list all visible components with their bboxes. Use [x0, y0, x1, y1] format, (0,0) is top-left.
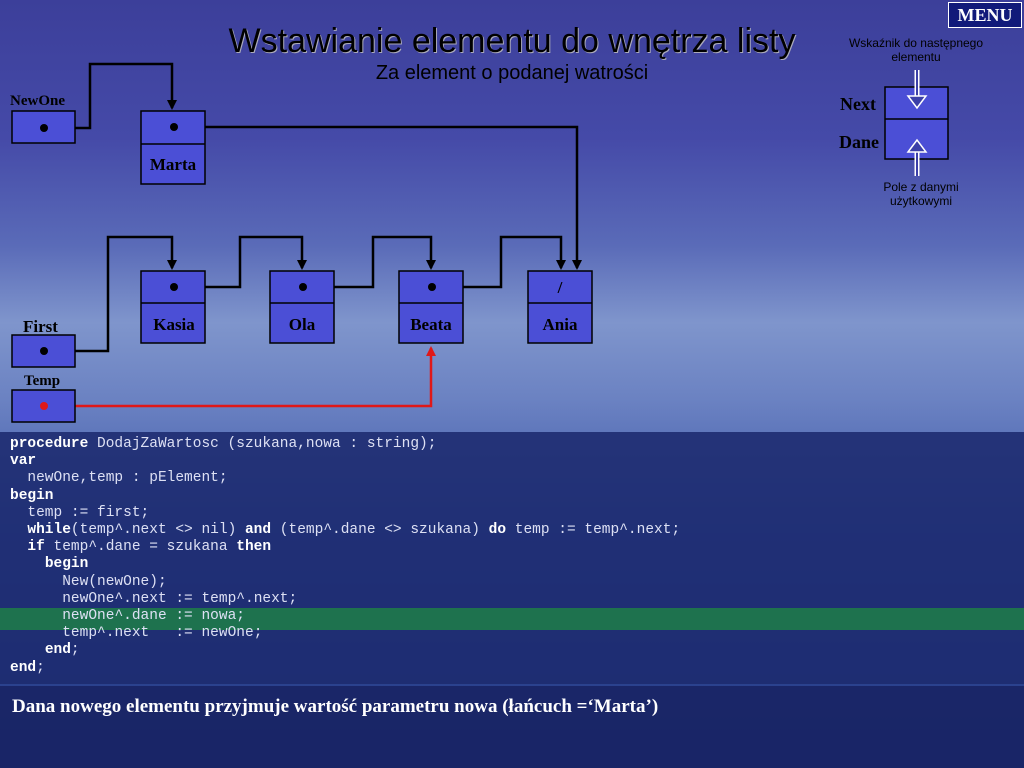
legend-note-dane: Pole z danymi użytkowymi: [883, 180, 959, 208]
node-ania-nil: /: [557, 278, 563, 297]
newone-pointer-dot: [40, 124, 48, 132]
node-ania-label: Ania: [543, 315, 578, 334]
menu-button[interactable]: MENU: [948, 2, 1022, 28]
code-line: while(temp^.next <> nil) and (temp^.dane…: [27, 522, 681, 539]
node-ania: / Ania: [527, 270, 593, 344]
code-line: end;: [10, 659, 45, 676]
code-panel: [0, 432, 1024, 684]
node-kasia: Kasia: [140, 270, 206, 344]
next-label: Next: [840, 94, 876, 114]
code-line: temp^.next := newOne;: [62, 625, 263, 642]
highlighted-line-bar: [0, 608, 1024, 630]
code-line: end;: [44, 642, 80, 659]
node-marta-label: Marta: [150, 155, 197, 174]
node-beata-label: Beata: [410, 315, 452, 334]
first-pointer-box: [11, 334, 76, 368]
code-line: procedure DodajZaWartosc (szukana,nowa :…: [10, 436, 437, 452]
code-line: newOne^.dane := nowa;: [62, 608, 245, 625]
code-line: New(newOne);: [62, 573, 167, 590]
newone-label: NewOne: [10, 93, 65, 109]
arrow-temp-to-beata: [44, 346, 436, 408]
temp-pointer-dot: [40, 402, 48, 410]
node-beata: Beata: [398, 270, 464, 344]
code-line: begin: [44, 556, 89, 573]
caption-text: Dana nowego elementu przyjmuje wartość p…: [12, 696, 659, 717]
code-line: newOne^.next := temp^.next;: [62, 590, 298, 607]
dane-label: Dane: [839, 132, 879, 152]
node-marta: Marta: [140, 110, 206, 185]
node-kasia-label: Kasia: [153, 315, 195, 334]
arrow-marta-to-ania: [174, 125, 582, 270]
code-line: temp := first;: [27, 504, 150, 521]
legend-note-next: Wskaźnik do następnego elementu: [848, 36, 984, 64]
code-block: procedure DodajZaWartosc (szukana,nowa :…: [0, 432, 1024, 677]
legend-node: [884, 70, 949, 176]
connectors: [44, 62, 582, 353]
node-ola: Ola: [269, 270, 335, 344]
code-line: var: [10, 453, 37, 470]
linked-list-diagram: Marta Kasia Ola Beata / Ania: [11, 62, 949, 423]
code-line: newOne,temp : pElement;: [27, 470, 228, 487]
code-line: begin: [10, 487, 54, 504]
page-subtitle: Za element o podanej watrości: [375, 62, 649, 84]
node-ola-label: Ola: [289, 315, 316, 334]
first-label: First: [23, 317, 58, 336]
arrow-first-to-kasia: [44, 235, 177, 353]
temp-label: Temp: [24, 373, 61, 389]
arrow-kasia-to-ola: [174, 235, 307, 289]
arrow-beata-to-ania: [432, 235, 566, 289]
first-pointer-dot: [40, 347, 48, 355]
page-title: Wstawianie elementu do wnętrza listy: [228, 22, 796, 60]
code-line: if temp^.dane = szukana then: [27, 539, 272, 556]
caption-panel: Dana nowego elementu przyjmuje wartość p…: [0, 686, 1024, 768]
arrow-ola-to-beata: [303, 235, 436, 289]
